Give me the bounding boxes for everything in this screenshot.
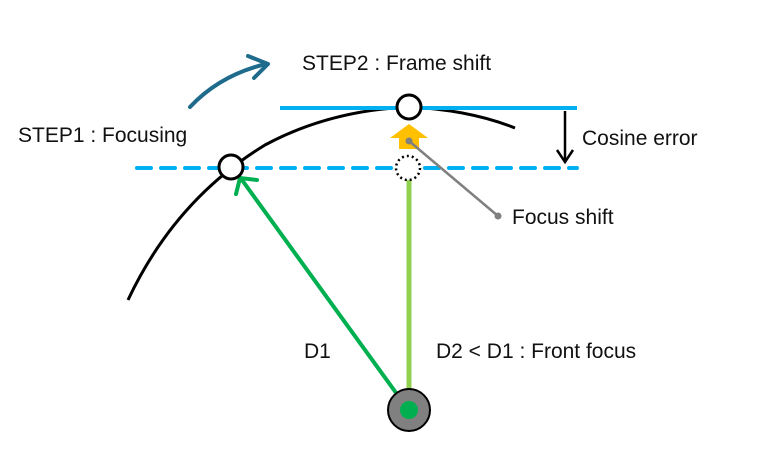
cosine-error-label: Cosine error: [582, 127, 698, 150]
d1-arrowhead-icon: [234, 176, 259, 196]
focus-point-step1: [217, 153, 245, 181]
d1-distance-arrow: [240, 178, 409, 410]
down-arrow-icon: [555, 149, 575, 165]
focus-shift-label: Focus shift: [512, 206, 614, 229]
step2-label: STEP2 : Frame shift: [302, 52, 491, 75]
focus-shift-leader-line: [408, 140, 499, 217]
up-arrow-icon: [390, 124, 428, 149]
curved-arrow-icon: [188, 62, 268, 109]
leader-end-dot: [494, 212, 502, 220]
d1-label: D1: [304, 340, 331, 363]
curved-arrowhead: [246, 54, 270, 80]
d2-relation-label: D2 < D1 : Front focus: [436, 340, 636, 363]
focus-arc: [126, 105, 516, 301]
focus-point-step2: [395, 93, 423, 121]
camera-center-dot: [400, 401, 418, 419]
leader-start-dot: [405, 137, 413, 145]
original-focus-point: [394, 154, 422, 182]
step1-label: STEP1 : Focusing: [18, 124, 187, 147]
